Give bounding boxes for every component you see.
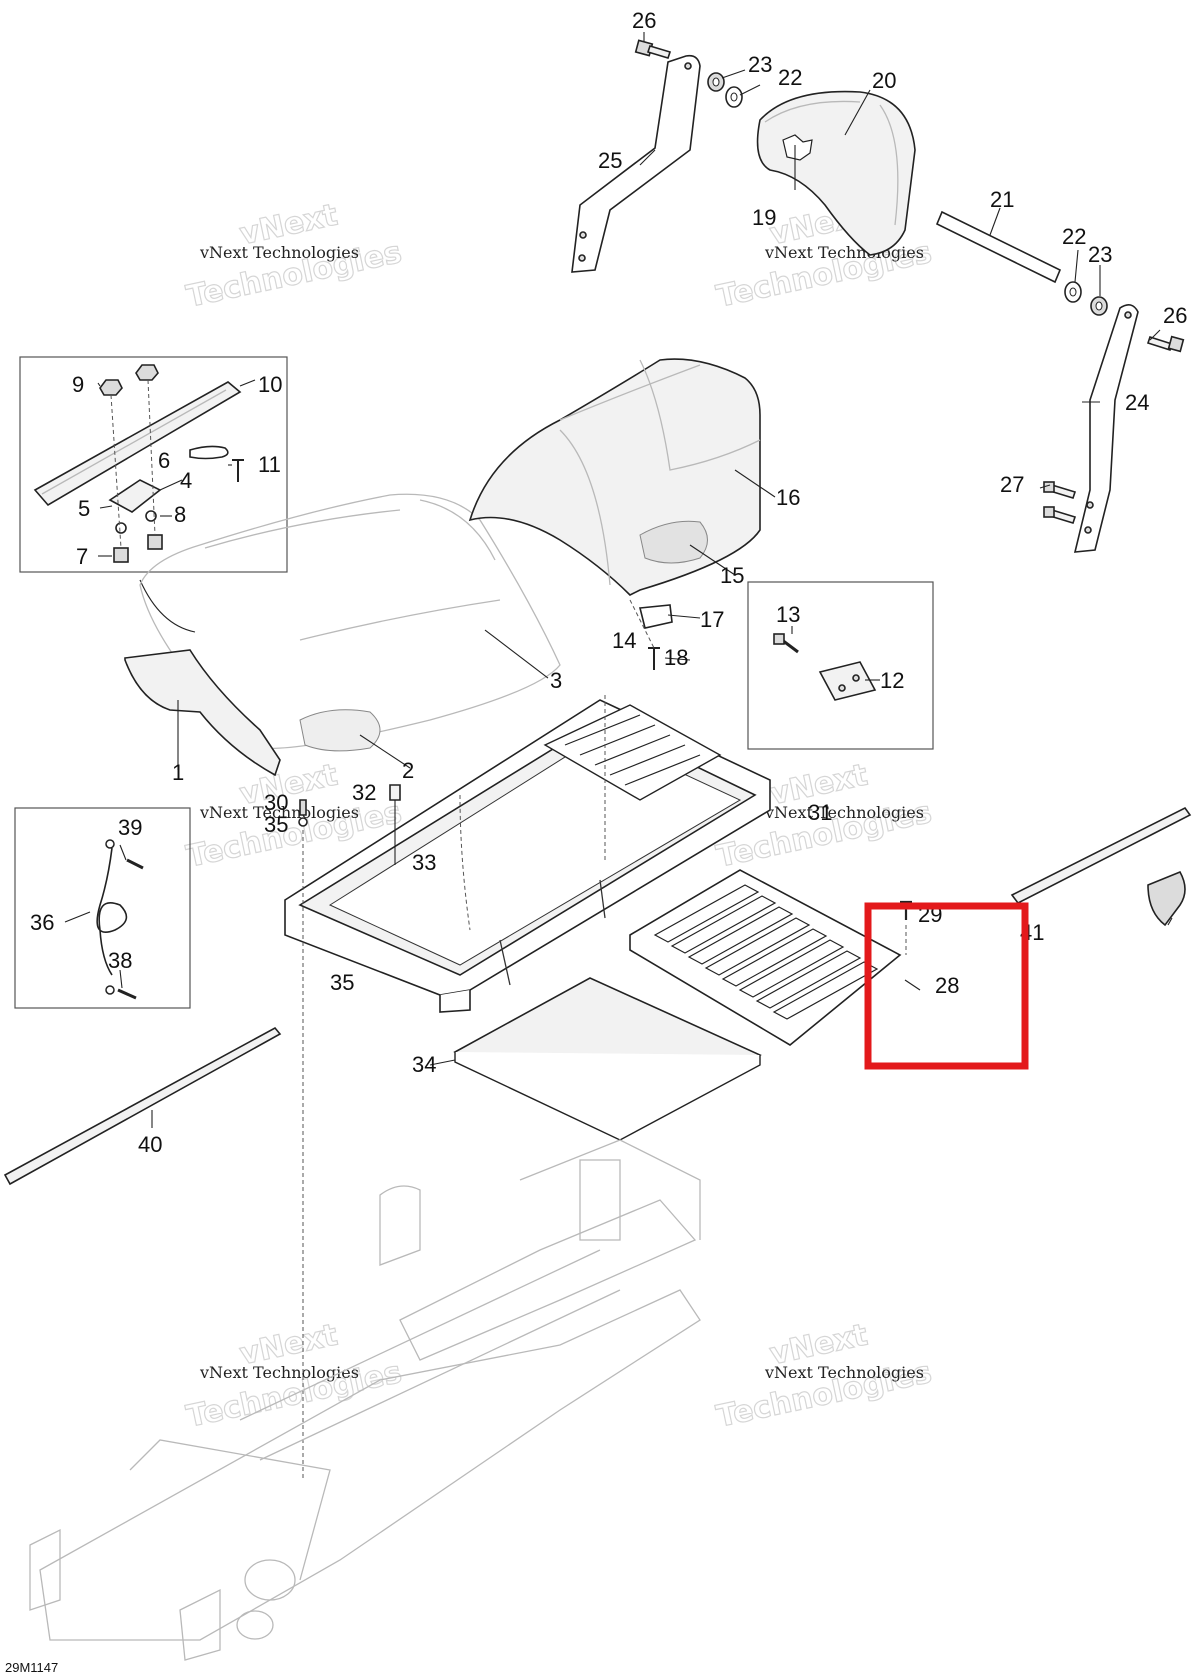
strip-40 <box>1010 806 1192 905</box>
rivet-38 <box>126 858 144 870</box>
callout-32: 32 <box>352 780 376 805</box>
diagram-code: 29M1147 <box>5 1660 58 1675</box>
backrest-logo-19 <box>782 134 813 161</box>
callout-8: 8 <box>174 502 186 527</box>
callout-30: 30 <box>264 790 288 815</box>
callout-28: 28 <box>935 973 959 998</box>
watermark-text-top-right: vNext Technologies <box>764 243 924 262</box>
bracket-17 <box>638 604 673 629</box>
callout-23: 23 <box>1088 242 1112 267</box>
callout-37: 38 <box>108 948 132 973</box>
inset-box-cover-hardware <box>19 356 288 573</box>
callout-4: 4 <box>180 468 192 493</box>
leader-lines <box>64 32 1173 1128</box>
watermark-text-mid-right: vNext Technologies <box>764 803 924 822</box>
watermark-text-bottom-left: vNext Technologies <box>199 1363 359 1382</box>
nut-9 <box>99 379 123 396</box>
callout-labels: 26 23 22 20 25 19 21 22 23 26 24 27 16 1… <box>30 8 1187 1157</box>
callout-31: 31 <box>808 800 832 825</box>
callout-33: 33 <box>412 850 436 875</box>
rivet-11 <box>232 459 244 482</box>
callout-22: 22 <box>778 65 802 90</box>
callout-15: 15 <box>720 563 744 588</box>
callout-11: 11 <box>258 452 281 477</box>
callout-26: 26 <box>632 8 656 33</box>
bracket-25 <box>571 54 701 273</box>
watermark-text-bottom-right: vNext Technologies <box>764 1363 924 1382</box>
screw-18 <box>648 647 660 670</box>
callout-7: 7 <box>76 544 88 569</box>
floor-plate-slats <box>653 884 879 1020</box>
rod-21 <box>935 210 1062 284</box>
callout-17: 17 <box>700 607 724 632</box>
callout-5: 5 <box>78 496 90 521</box>
bolt-26-right <box>1146 335 1185 353</box>
seat-front-1 <box>124 649 281 777</box>
callout-35: 35 <box>264 812 288 837</box>
seat-patch-2 <box>299 709 381 752</box>
inset-box-hinge <box>747 581 934 750</box>
screw-7 <box>113 534 163 563</box>
watermark-text-mid-left: vNext Technologies <box>199 803 359 822</box>
callout-10: 10 <box>258 372 282 397</box>
rivet-37 <box>117 988 137 1000</box>
callout-39: 40 <box>138 1132 162 1157</box>
seat-base-rack <box>543 704 722 801</box>
tether-cable-36 <box>96 847 128 976</box>
pin-32 <box>389 784 401 801</box>
callout-19: 19 <box>752 205 776 230</box>
bolt-26-top <box>634 39 672 59</box>
end-cap-41 <box>1147 870 1186 927</box>
pin-30 <box>299 799 307 816</box>
callout-34: 34 <box>412 1052 436 1077</box>
callout-9: 9 <box>72 372 84 397</box>
backrest-pad-20 <box>756 90 916 256</box>
callout-38: 39 <box>118 815 142 840</box>
seat-patch-15 <box>639 520 708 564</box>
highlight-box-part-28 <box>864 902 1029 1070</box>
callout-21: 21 <box>990 187 1014 212</box>
callout-24: 24 <box>1125 390 1149 415</box>
callout-25: 25 <box>598 148 622 173</box>
rear-seat-16 <box>468 358 761 596</box>
callout-18: 18 <box>664 645 688 670</box>
callout-3: 3 <box>550 668 562 693</box>
callout-23: 23 <box>748 52 772 77</box>
callout-36: 36 <box>30 910 54 935</box>
chassis-frame <box>29 1139 701 1661</box>
callout-13: 13 <box>776 602 800 627</box>
hinge-12 <box>818 661 877 701</box>
inset-box-tether <box>14 807 191 1009</box>
callout-26: 26 <box>1163 303 1187 328</box>
callout-6: 6 <box>158 448 170 473</box>
bolts-27 <box>1043 481 1077 524</box>
callout-22: 22 <box>1062 224 1086 249</box>
bracket-24 <box>1073 304 1139 553</box>
callout-20: 20 <box>872 68 896 93</box>
callout-35: 35 <box>330 970 354 995</box>
watermark-text-top-left: vNext Technologies <box>199 243 359 262</box>
callout-2: 2 <box>402 758 414 783</box>
callout-1: 1 <box>172 760 184 785</box>
cover-10 <box>33 381 242 507</box>
washer-8 <box>145 510 157 522</box>
callout-27: 27 <box>1000 472 1024 497</box>
belt-6 <box>189 445 229 460</box>
callout-14: 14 <box>612 628 636 653</box>
callout-12: 12 <box>880 668 904 693</box>
strip-39 <box>3 1026 282 1186</box>
nut-9b <box>135 364 159 381</box>
callout-16: 16 <box>776 485 800 510</box>
